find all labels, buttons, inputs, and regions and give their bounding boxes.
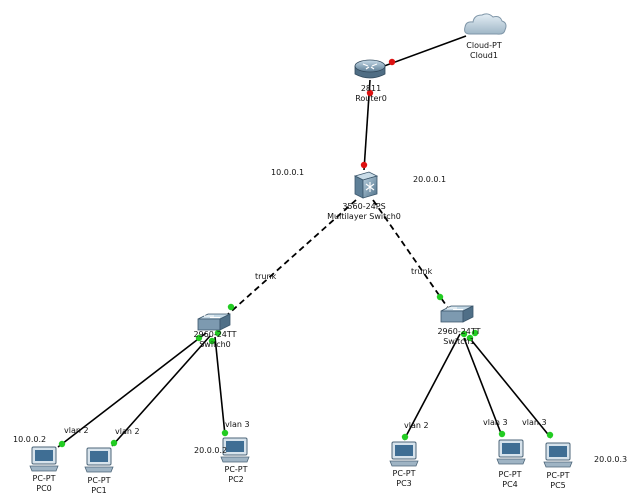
pc3-type-label: PC-PT: [392, 469, 416, 478]
pc1-device[interactable]: [84, 447, 114, 473]
cloud-icon: [464, 13, 507, 35]
multilayer-switch-device[interactable]: [351, 170, 379, 200]
pc2-type-label: PC-PT: [224, 465, 248, 474]
link-switch0-pc0[interactable]: [57, 332, 207, 448]
pc5-type-label: PC-PT: [546, 471, 570, 480]
link-router-cloud[interactable]: [375, 35, 467, 70]
pc3-name-label: PC3: [396, 479, 412, 488]
pc0-type-label: PC-PT: [32, 474, 56, 483]
mls-type-label: 3560-24PS: [342, 202, 386, 211]
pc-icon: [29, 446, 59, 472]
port-indicator-up: [460, 330, 468, 338]
router-device[interactable]: [353, 58, 387, 82]
pc1-vlan-label: vlan 2: [115, 427, 140, 436]
pc4-name-label: PC4: [502, 480, 518, 489]
pc1-name-label: PC1: [91, 486, 107, 495]
pc5-device[interactable]: [543, 442, 573, 468]
router-name-label: Router0: [355, 94, 387, 103]
port-indicator-up: [466, 334, 474, 342]
pc0-device[interactable]: [29, 446, 59, 472]
pc0-vlan-label: vlan 2: [64, 426, 89, 435]
link-switch1-pc5[interactable]: [467, 335, 552, 439]
pc5-name-label: PC5: [550, 481, 566, 490]
port-indicator-up: [221, 429, 229, 437]
port-indicator-up: [110, 439, 118, 447]
switch-icon: [440, 305, 474, 323]
pc0-ip-note: 10.0.0.2: [13, 435, 47, 444]
pc-icon: [543, 442, 573, 468]
pc-icon: [389, 441, 419, 467]
switch1-device[interactable]: [439, 304, 475, 326]
router-icon: [354, 59, 386, 79]
port-indicator-up: [546, 431, 554, 439]
link-switch0-pc2[interactable]: [214, 336, 226, 436]
link-switch1-pc4[interactable]: [463, 337, 503, 437]
pc4-device[interactable]: [496, 439, 526, 465]
pc5-ip-note: 20.0.0.3: [594, 455, 628, 464]
pc5-vlan-label: vlan 3: [522, 418, 547, 427]
port-indicator-up: [401, 433, 409, 441]
port-indicators: [58, 58, 554, 448]
port-indicator-down: [388, 58, 396, 66]
multilayer-switch-icon: [353, 171, 379, 199]
pc2-device[interactable]: [220, 437, 250, 463]
pc2-name-label: PC2: [228, 475, 244, 484]
router-type-label: 2811: [360, 84, 382, 93]
pc1-type-label: PC-PT: [87, 476, 111, 485]
switch0-type-label: 2960-24TT: [193, 330, 237, 339]
pc2-ip-note: 20.0.0.2: [194, 446, 228, 455]
trunk-right-label: trunk: [411, 267, 433, 276]
pc4-vlan-label: vlan 3: [483, 418, 508, 427]
link-mls-switch1-trunk[interactable]: [372, 199, 449, 309]
pc3-vlan-label: vlan 2: [404, 421, 429, 430]
pc-icon: [496, 439, 526, 465]
port-indicator-down: [366, 89, 374, 97]
switch0-name-label: Switch0: [199, 340, 231, 349]
port-indicator-up: [214, 329, 222, 337]
trunk-left-label: trunk: [255, 272, 277, 281]
switch1-name-label: Switch1: [443, 337, 475, 346]
pc0-name-label: PC0: [36, 484, 52, 493]
port-indicator-up: [58, 440, 66, 448]
port-indicator-up: [436, 293, 444, 301]
cloud-device[interactable]: [462, 10, 508, 38]
pc2-vlan-label: vlan 3: [225, 420, 250, 429]
vlan3-gateway-note: 20.0.0.1: [413, 175, 447, 184]
mls-name-label: Multilayer Switch0: [327, 212, 401, 221]
pc-icon: [220, 437, 250, 463]
switch-icon: [197, 313, 231, 331]
switch1-type-label: 2960-24TT: [437, 327, 481, 336]
switch0-device[interactable]: [196, 312, 232, 334]
pc4-type-label: PC-PT: [498, 470, 522, 479]
pc-icon: [84, 447, 114, 473]
link-switch1-pc3[interactable]: [403, 333, 461, 441]
cloud-type-label: Cloud-PT: [466, 41, 502, 50]
link-mls-switch0-trunk[interactable]: [225, 199, 357, 317]
port-indicator-up: [195, 334, 203, 342]
port-indicator-up: [471, 329, 479, 337]
port-indicator-down: [360, 161, 368, 169]
vlan2-gateway-note: 10.0.0.1: [271, 168, 305, 177]
port-indicator-up: [498, 430, 506, 438]
cloud-name-label: Cloud1: [470, 51, 498, 60]
pc3-device[interactable]: [389, 441, 419, 467]
port-indicator-up: [208, 337, 216, 345]
port-indicator-up: [227, 303, 235, 311]
link-switch0-pc1[interactable]: [111, 335, 211, 447]
